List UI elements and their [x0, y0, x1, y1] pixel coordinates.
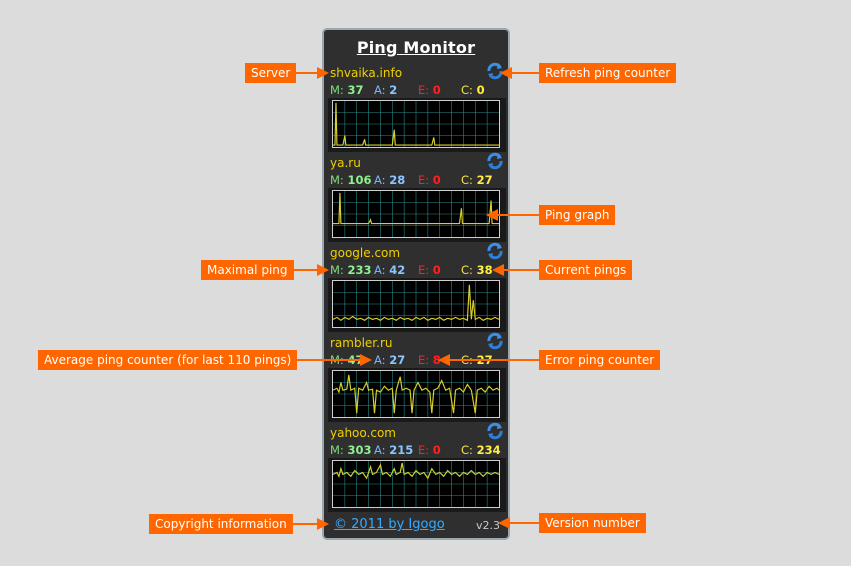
server-stats: M: 303 A: 215 E: 0 C: 234 [330, 443, 506, 459]
avg-ping: A: 42 [374, 263, 406, 277]
ping-graph-container [328, 188, 506, 242]
avg-ping: A: 28 [374, 173, 406, 187]
server-panel: ya.ru M: 106 A: 28 E: 0 C: 27 [328, 152, 506, 246]
ping-graph [332, 460, 500, 508]
ping-graph [332, 190, 500, 238]
server-name: shvaika.info [330, 66, 403, 80]
ping-graph-container [328, 458, 506, 512]
max-ping: M: 233 [330, 263, 372, 277]
server-panel: shvaika.info M: 37 A: 2 E: 0 C: 0 [328, 62, 506, 156]
refresh-icon[interactable] [486, 242, 504, 260]
copyright-link[interactable]: © 2011 by Igogo [334, 517, 445, 532]
server-panel: google.com M: 233 A: 42 E: 0 C: 38 [328, 242, 506, 336]
version-number: v2.3 [475, 519, 500, 532]
ping-graph [332, 100, 500, 148]
error-ping: E: 0 [418, 263, 441, 277]
refresh-icon[interactable] [486, 332, 504, 350]
ping-graph [332, 280, 500, 328]
gadget-title: Ping Monitor [356, 38, 476, 57]
callout-graph: Ping graph [539, 205, 616, 225]
server-name: ya.ru [330, 156, 361, 170]
ping-graph-container [328, 278, 506, 332]
ping-graph-container [328, 368, 506, 422]
refresh-icon[interactable] [486, 422, 504, 440]
current-ping: C: 234 [461, 443, 501, 457]
avg-ping: A: 2 [374, 83, 398, 97]
avg-ping: A: 27 [374, 353, 406, 367]
max-ping: M: 106 [330, 173, 372, 187]
callout-refresh: Refresh ping counter [539, 63, 677, 83]
error-ping: E: 0 [418, 83, 441, 97]
error-ping: E: 8 [418, 353, 441, 367]
current-ping: C: 0 [461, 83, 485, 97]
max-ping: M: 37 [330, 83, 364, 97]
server-stats: M: 37 A: 2 E: 0 C: 0 [330, 83, 506, 99]
server-stats: M: 233 A: 42 E: 0 C: 38 [330, 263, 506, 279]
callout-server: Server [245, 63, 297, 83]
current-ping: C: 27 [461, 173, 493, 187]
server-name: google.com [330, 246, 401, 260]
callout-current: Current pings [539, 260, 633, 280]
ping-graph [332, 370, 500, 418]
callout-error: Error ping counter [539, 350, 661, 370]
error-ping: E: 0 [418, 443, 441, 457]
callout-copyright: Copyright information [149, 514, 293, 534]
server-stats: M: 106 A: 28 E: 0 C: 27 [330, 173, 506, 189]
current-ping: C: 38 [461, 263, 493, 277]
server-panel: rambler.ru M: 47 A: 27 E: 8 C: 27 [328, 332, 506, 426]
callout-average: Average ping counter (for last 110 pings… [38, 350, 298, 370]
server-panel: yahoo.com M: 303 A: 215 E: 0 C: 234 [328, 422, 506, 516]
error-ping: E: 0 [418, 173, 441, 187]
avg-ping: A: 215 [374, 443, 414, 457]
callout-version: Version number [539, 513, 646, 533]
max-ping: M: 303 [330, 443, 372, 457]
callout-maximal: Maximal ping [201, 260, 294, 280]
ping-graph-container [328, 98, 506, 152]
refresh-icon[interactable] [486, 152, 504, 170]
ping-monitor-gadget: Ping Monitor shvaika.info M: 37 A: 2 E: … [322, 28, 510, 540]
server-name: yahoo.com [330, 426, 396, 440]
server-name: rambler.ru [330, 336, 393, 350]
